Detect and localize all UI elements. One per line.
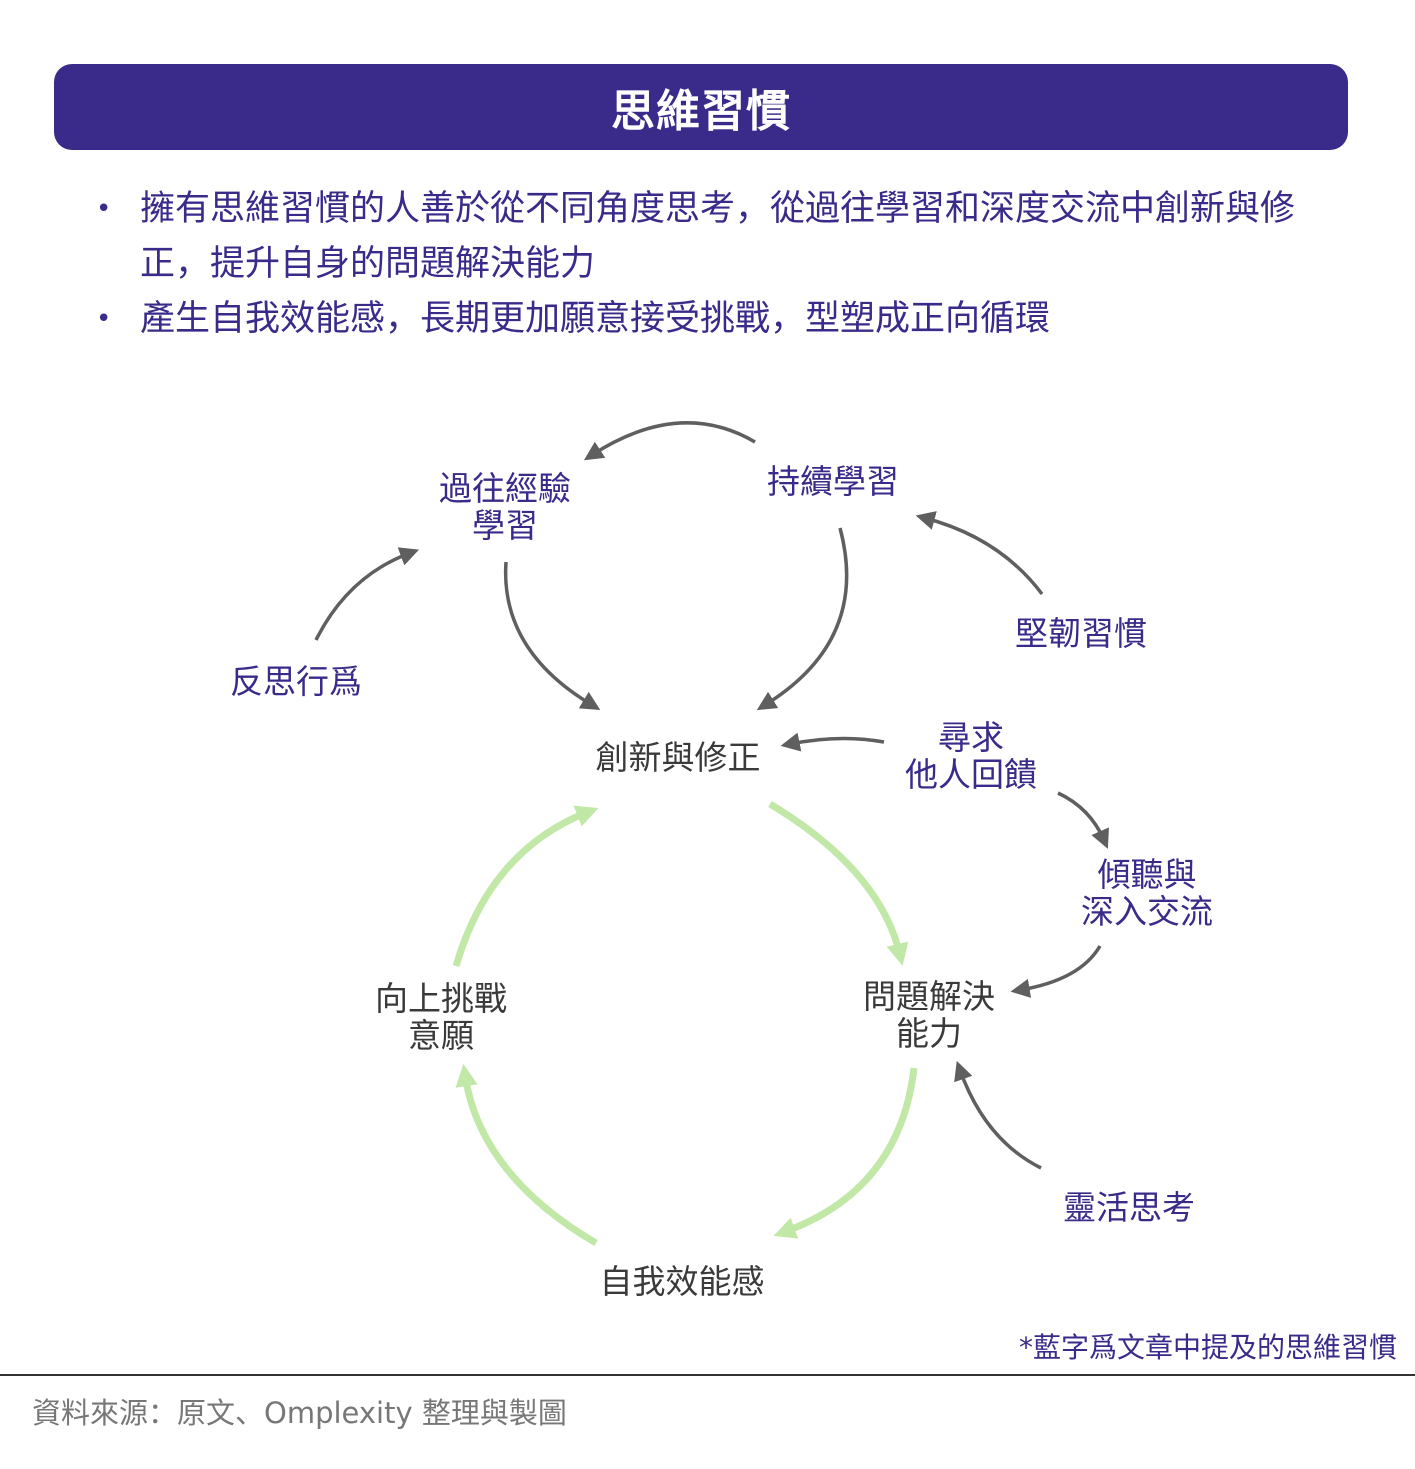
node-problem-solving: 問題解決 能力 xyxy=(858,978,1000,1052)
arrow-reflection-to-past xyxy=(314,547,420,641)
node-label: 意願 xyxy=(408,1016,474,1055)
green-arrow-innovation-to-problem xyxy=(768,800,909,966)
node-self-efficacy: 自我效能感 xyxy=(599,1262,765,1301)
node-label: 他人回饋 xyxy=(905,755,1037,794)
bullet-list: • 擁有思維習慣的人善於從不同角度思考，從過往學習和深度交流中創新與修正，提升自… xyxy=(96,182,1356,347)
bullet-dot-icon: • xyxy=(96,304,112,334)
node-label: 能力 xyxy=(896,1014,962,1053)
node-persistence: 堅韌習慣 xyxy=(1015,614,1147,653)
node-reflection: 反思行爲 xyxy=(230,662,362,701)
node-challenge: 向上挑戰 意願 xyxy=(370,980,512,1054)
bullet-item: • 擁有思維習慣的人善於從不同角度思考，從過往學習和深度交流中創新與修正，提升自… xyxy=(96,182,1356,292)
node-feedback: 尋求 他人回饋 xyxy=(900,719,1042,793)
node-innovation: 創新與修正 xyxy=(595,738,761,777)
arrow-past-to-innovation xyxy=(503,561,601,710)
green-arrow-problem-to-efficacy xyxy=(773,1067,918,1239)
node-flexible-thinking: 靈活思考 xyxy=(1063,1188,1195,1227)
source-credit: 資料來源：原文、Omplexity 整理與製圖 xyxy=(32,1396,567,1430)
node-continuous-learning: 持續學習 xyxy=(767,462,899,501)
arrow-feedback-to-listening xyxy=(1057,791,1109,849)
bullet-text: 產生自我效能感，長期更加願意接受挑戰，型塑成正向循環 xyxy=(140,299,1051,339)
divider xyxy=(0,1374,1415,1376)
node-label: 問題解決 xyxy=(863,977,995,1016)
arrow-flexible-to-problem xyxy=(954,1060,1042,1170)
page-title: 思維習慣 xyxy=(611,86,791,137)
node-listening: 傾聽與 深入交流 xyxy=(1076,856,1218,930)
bullet-dot-icon: • xyxy=(96,194,112,224)
node-label: 向上挑戰 xyxy=(375,979,507,1018)
node-label: 深入交流 xyxy=(1081,892,1213,931)
arrow-continuous-to-innovation xyxy=(756,527,849,711)
arrow-persistence-to-continuous xyxy=(915,511,1044,596)
node-past-learning: 過往經驗 學習 xyxy=(434,470,576,544)
title-banner: 思維習慣 xyxy=(54,64,1348,150)
node-label: 傾聽與 xyxy=(1097,855,1197,894)
node-label: 學習 xyxy=(472,506,538,545)
arrow-feedback-to-innovation xyxy=(780,732,885,752)
legend-note: *藍字爲文章中提及的思維習慣 xyxy=(1018,1331,1397,1364)
arrow-continuous-to-past xyxy=(583,421,756,461)
cycle-diagram xyxy=(314,421,1109,1247)
bullet-item: • 產生自我效能感，長期更加願意接受挑戰，型塑成正向循環 xyxy=(96,292,1356,347)
green-arrow-challenge-to-innovation xyxy=(452,805,599,967)
node-label: 尋求 xyxy=(938,718,1004,757)
arrow-listening-to-problem xyxy=(1010,945,1102,998)
green-arrow-efficacy-to-challenge xyxy=(455,1063,598,1247)
bullet-text: 擁有思維習慣的人善於從不同角度思考，從過往學習和深度交流中創新與修正，提升自身的… xyxy=(140,189,1296,284)
node-label: 過往經驗 xyxy=(439,469,571,508)
